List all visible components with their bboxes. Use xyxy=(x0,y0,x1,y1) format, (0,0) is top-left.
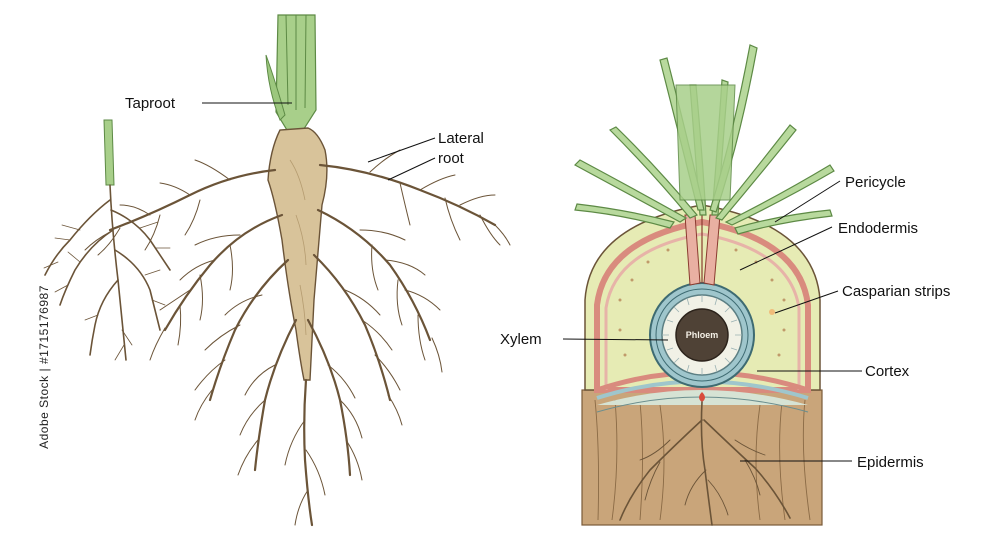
stock-watermark-id: Adobe Stock | #1715176987 xyxy=(37,285,51,449)
lateral-root-label-line1: Lateral xyxy=(438,130,484,147)
cortex-label: Cortex xyxy=(865,363,910,380)
endodermis-label: Endodermis xyxy=(838,220,918,237)
epidermis-label: Epidermis xyxy=(857,454,924,471)
lateral-root-label-line2: root xyxy=(438,150,465,167)
casparian-strips-label: Casparian strips xyxy=(842,283,950,300)
taproot-plant xyxy=(85,15,510,525)
xylem-label: Xylem xyxy=(500,331,542,348)
pericycle-label: Pericycle xyxy=(845,174,906,191)
taproot-label: Taproot xyxy=(125,95,176,112)
phloem-label: Phloem xyxy=(686,330,719,340)
root-cross-section xyxy=(575,45,834,525)
